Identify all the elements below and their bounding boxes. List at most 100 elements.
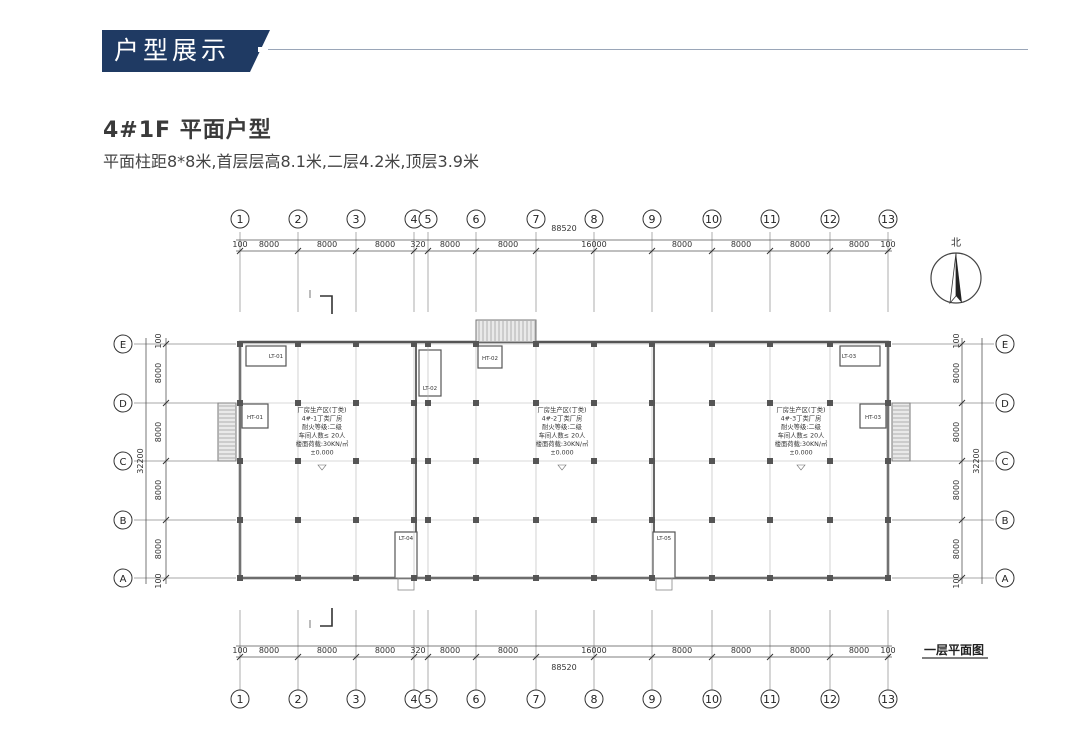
column-marker <box>591 341 597 347</box>
grid-bubble-label: 9 <box>649 693 656 706</box>
grid-bubble <box>584 209 604 229</box>
grid-bubble <box>113 451 133 471</box>
dimension-tick <box>884 653 892 661</box>
grid-bubble-label: 13 <box>881 693 895 706</box>
column-marker <box>295 400 301 406</box>
grid-bubble <box>288 689 308 709</box>
grid-bubble-label: 2 <box>295 693 302 706</box>
grid-bubble-label: 13 <box>881 213 895 226</box>
column-marker <box>827 400 833 406</box>
bay-dimension-label: 8000 <box>375 240 395 249</box>
column-marker <box>885 575 891 581</box>
column-marker <box>411 458 417 464</box>
room-tag: HT-02 <box>482 356 498 362</box>
bay-dimension-label: 8000 <box>259 240 279 249</box>
bay-dimension-label: 8000 <box>440 240 460 249</box>
unit-label-line: ±0.000 <box>310 450 333 457</box>
column-marker <box>827 575 833 581</box>
room-tag: LT-05 <box>657 536 672 542</box>
column-marker <box>709 458 715 464</box>
bay-dimension-label: 8000 <box>849 240 869 249</box>
grid-bubble <box>526 209 546 229</box>
grid-bubble-label: B <box>120 516 127 527</box>
grid-bubble-label: 5 <box>425 213 432 226</box>
bay-dimension-label: 8000 <box>375 646 395 655</box>
dimension-tick <box>162 340 170 348</box>
bay-dimension-label: 16000 <box>581 646 606 655</box>
column-marker <box>295 575 301 581</box>
room-tag: HT-01 <box>247 415 263 421</box>
grid-bubble-label: E <box>1002 340 1008 351</box>
column-marker <box>353 341 359 347</box>
bay-dimension-label: 8000 <box>440 646 460 655</box>
grid-bubble-label: C <box>1002 457 1009 468</box>
dimension-tick <box>532 653 540 661</box>
column-marker <box>411 575 417 581</box>
grid-bubble-label: 12 <box>823 693 837 706</box>
grid-bubble <box>878 209 898 229</box>
dimension-tick <box>294 653 302 661</box>
column-marker <box>827 458 833 464</box>
dimension-tick <box>162 516 170 524</box>
column-marker <box>425 341 431 347</box>
dimension-tick <box>958 457 966 465</box>
unit-label-line: 楼面荷载:30KN/㎡ <box>296 439 349 448</box>
row-dimension-label: 100 <box>952 333 961 348</box>
grid-bubble <box>820 209 840 229</box>
room-tag: LT-01 <box>269 354 283 360</box>
grid-bubble-label: C <box>120 457 127 468</box>
unit-label-line: 耐火等级:二级 <box>542 422 583 431</box>
grid-bubble <box>418 209 438 229</box>
grid-bubble <box>995 568 1015 588</box>
dimension-tick <box>708 247 716 255</box>
dimension-tick <box>826 653 834 661</box>
dimension-tick <box>958 399 966 407</box>
grid-bubble-label: E <box>120 340 126 351</box>
grid-bubble <box>113 334 133 354</box>
dimension-tick <box>958 340 966 348</box>
stair-tower-hatching <box>219 321 909 459</box>
column-marker <box>295 458 301 464</box>
bay-dimension-label: 8000 <box>731 240 751 249</box>
column-marker <box>533 400 539 406</box>
dimension-tick <box>648 653 656 661</box>
bay-dimension-label: 320 <box>410 240 425 249</box>
grid-bubble-label: 6 <box>473 693 480 706</box>
grid-bubble <box>230 209 250 229</box>
column-marker <box>473 400 479 406</box>
bay-dimension-label: 8000 <box>259 646 279 655</box>
dimension-tick <box>590 653 598 661</box>
grid-bubble <box>642 209 662 229</box>
bay-dimension-label: 320 <box>410 646 425 655</box>
room-tag: HT-03 <box>865 415 881 421</box>
column-marker <box>709 575 715 581</box>
column-marker <box>353 400 359 406</box>
elevation-marker-icon <box>796 464 806 471</box>
row-dimension-label: 100 <box>154 573 163 588</box>
column-marker <box>473 575 479 581</box>
plan-description: 平面柱距8*8米,首层层高8.1米,二层4.2米,顶层3.9米 <box>103 152 479 171</box>
grid-bubble <box>820 689 840 709</box>
bay-dimension-label: 8000 <box>731 646 751 655</box>
dimension-tick <box>472 247 480 255</box>
column-marker <box>827 341 833 347</box>
dimension-tick <box>884 247 892 255</box>
column-marker <box>767 458 773 464</box>
column-marker <box>353 517 359 523</box>
grid-bubble <box>995 393 1015 413</box>
column-marker <box>591 400 597 406</box>
column-marker <box>767 400 773 406</box>
grid-bubble <box>466 689 486 709</box>
column-marker <box>533 341 539 347</box>
north-arrow-icon <box>930 252 982 305</box>
bay-dimension-label: 8000 <box>317 646 337 655</box>
column-marker <box>237 517 243 523</box>
grid-bubble <box>642 689 662 709</box>
column-marker <box>533 458 539 464</box>
dimension-tick <box>424 653 432 661</box>
unit-label-line: 车间人数≤ 20人 <box>299 431 346 440</box>
row-dimension-label: 8000 <box>952 363 961 383</box>
grid-bubble <box>346 209 366 229</box>
column-marker <box>591 517 597 523</box>
grid-bubble-label: 8 <box>591 213 598 226</box>
